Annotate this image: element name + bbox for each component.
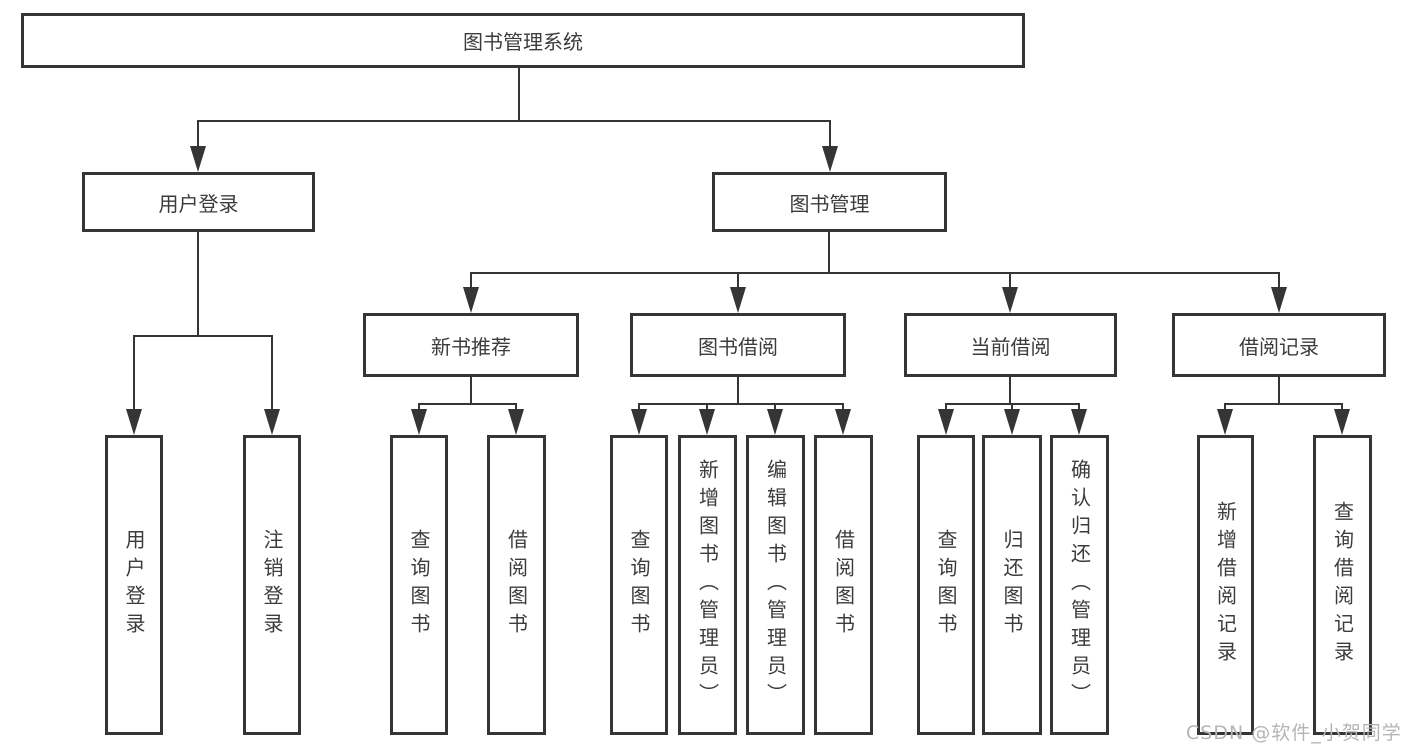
connector-stem: [737, 377, 739, 403]
arrowhead-icon: [1002, 287, 1018, 313]
connector-stem: [1278, 377, 1280, 403]
connector-drop: [418, 403, 420, 412]
node-user-login: 用户登录: [82, 172, 315, 232]
leaf-label: 借阅图书: [831, 529, 856, 641]
arrowhead-icon: [508, 409, 524, 435]
leaf-edit-books-admin: 编辑图书（管理员）: [746, 435, 805, 735]
leaf-query-borrow-record: 查询借阅记录: [1313, 435, 1372, 735]
node-label: 借阅记录: [1239, 334, 1319, 359]
node-label: 图书管理: [789, 191, 870, 216]
connector-drop: [133, 335, 135, 413]
connector-stem: [1009, 377, 1011, 403]
leaf-borrow-books-borrowing: 借阅图书: [814, 435, 873, 735]
leaf-label: 归还图书: [1000, 529, 1024, 641]
leaf-label: 查询图书: [934, 529, 958, 641]
connector-drop: [774, 403, 776, 412]
arrowhead-icon: [699, 409, 715, 435]
node-label: 当前借阅: [970, 334, 1051, 359]
leaf-label: 查询借阅记录: [1330, 501, 1355, 669]
connector-book-mgmt-drop: [829, 120, 831, 150]
node-root-library-system: 图书管理系统: [21, 13, 1025, 68]
arrowhead-icon: [1004, 409, 1020, 435]
connector-drop: [515, 403, 517, 412]
connector-user-login-stem: [197, 232, 199, 335]
connector-drop: [1224, 403, 1226, 412]
arrowhead-icon: [730, 287, 746, 313]
leaf-label: 借阅图书: [504, 529, 529, 641]
csdn-watermark: CSDN @软件_小贺同学: [1186, 722, 1402, 744]
connector-bar: [419, 403, 517, 405]
connector-book-mgmt-stem: [828, 232, 830, 272]
leaf-query-books-borrowing: 查询图书: [610, 435, 668, 735]
node-borrowing-records: 借阅记录: [1172, 313, 1386, 377]
arrowhead-icon: [631, 409, 647, 435]
connector-drop: [271, 335, 273, 413]
node-current-borrowing: 当前借阅: [904, 313, 1117, 377]
connector-drop: [706, 403, 708, 412]
connector-drop: [737, 272, 739, 290]
connector-stem: [470, 377, 472, 403]
leaf-label: 用户登录: [122, 529, 146, 641]
arrowhead-icon: [126, 409, 142, 435]
node-book-management: 图书管理: [712, 172, 947, 232]
leaf-label: 编辑图书（管理员）: [763, 459, 788, 711]
leaf-confirm-return-admin: 确认归还（管理员）: [1050, 435, 1109, 735]
node-label: 图书借阅: [698, 334, 778, 359]
arrowhead-icon: [767, 409, 783, 435]
arrowhead-icon: [264, 409, 280, 435]
leaf-query-books-newbooks: 查询图书: [390, 435, 448, 735]
node-label: 用户登录: [158, 191, 239, 216]
connector-drop: [945, 403, 947, 412]
leaf-borrow-books-newbooks: 借阅图书: [487, 435, 546, 735]
leaf-label: 查询图书: [627, 529, 651, 641]
connector-root-stem: [518, 68, 520, 120]
node-book-borrowing: 图书借阅: [630, 313, 846, 377]
leaf-return-books: 归还图书: [982, 435, 1042, 735]
arrowhead-icon: [411, 409, 427, 435]
leaf-add-borrow-record: 新增借阅记录: [1197, 435, 1254, 735]
arrowhead-icon: [1334, 409, 1350, 435]
connector-level3-bar: [470, 272, 1280, 274]
connector-drop: [1341, 403, 1343, 412]
node-new-book-recommendation: 新书推荐: [363, 313, 579, 377]
leaf-label: 查询图书: [407, 529, 431, 641]
connector-drop: [1009, 272, 1011, 290]
connector-drop: [842, 403, 844, 412]
connector-bar: [639, 403, 844, 405]
arrowhead-icon: [1071, 409, 1087, 435]
arrowhead-icon: [938, 409, 954, 435]
leaf-label: 确认归还（管理员）: [1067, 459, 1092, 711]
connector-user-login-drop: [197, 120, 199, 150]
connector-drop: [638, 403, 640, 412]
arrowhead-icon: [463, 287, 479, 313]
connector-bar: [946, 403, 1080, 405]
node-label: 图书管理系统: [463, 30, 583, 54]
node-label: 新书推荐: [431, 334, 511, 359]
connector-drop: [470, 272, 472, 290]
arrowhead-icon: [190, 146, 206, 172]
arrowhead-icon: [835, 409, 851, 435]
connector-user-login-bar: [134, 335, 273, 337]
arrowhead-icon: [1217, 409, 1233, 435]
leaf-add-books-admin: 新增图书（管理员）: [678, 435, 737, 735]
arrowhead-icon: [822, 146, 838, 172]
connector-level2-bar: [197, 120, 831, 122]
leaf-label: 新增图书（管理员）: [695, 459, 720, 711]
connector-drop: [1078, 403, 1080, 412]
connector-drop: [1278, 272, 1280, 290]
leaf-label: 新增借阅记录: [1213, 501, 1238, 669]
leaf-logout: 注销登录: [243, 435, 301, 735]
connector-bar: [1225, 403, 1343, 405]
connector-drop: [1011, 403, 1013, 412]
arrowhead-icon: [1271, 287, 1287, 313]
leaf-query-books-current: 查询图书: [917, 435, 975, 735]
leaf-user-login: 用户登录: [105, 435, 163, 735]
leaf-label: 注销登录: [260, 529, 284, 641]
